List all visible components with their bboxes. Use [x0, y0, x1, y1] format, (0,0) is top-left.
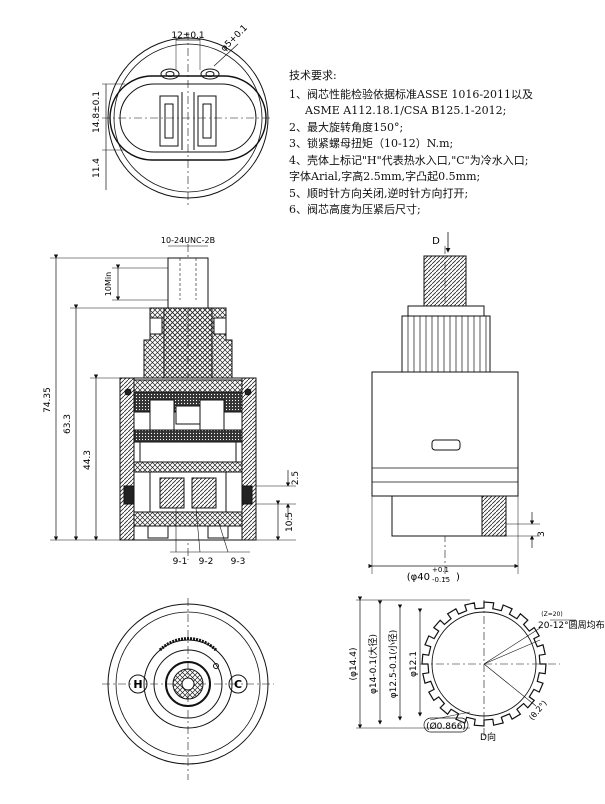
- side-dir-label: D: [432, 236, 440, 247]
- dim-74-35: 74.35: [43, 387, 53, 413]
- note-line-4: 3、锁紧螺母扭矩（10-12）N.m;: [289, 137, 454, 150]
- pitch-box: [423, 717, 469, 733]
- note-line-6: 字体Arial,字高2.5mm,字凸起0.5mm;: [289, 170, 481, 183]
- dim-12-1: φ12.1: [409, 651, 419, 677]
- note-line-1: 1、阀芯性能检验依据标准ASSE 1016-2011以及: [289, 87, 534, 101]
- dim-2-5: 2.5: [291, 471, 301, 485]
- note-line-8: 6、阀芯高度为压紧后尺寸;: [289, 203, 421, 216]
- technical-requirements: 技术要求: 1、阀芯性能检验依据标准ASSE 1016-2011以及 ASME …: [289, 68, 601, 219]
- top-dim-width: 12±0.1: [171, 31, 204, 41]
- side-dim-close: ): [456, 572, 460, 583]
- section-view: [50, 244, 296, 560]
- note-line-3: 2、最大旋转角度150°;: [289, 120, 404, 134]
- top-view: [102, 32, 272, 205]
- spline-dir-label: D向: [480, 731, 496, 743]
- callout-9-2: 9-2: [199, 557, 214, 567]
- bottom-view: [102, 598, 274, 780]
- dim-14-4: (φ14.4): [349, 648, 359, 681]
- side-view: [368, 232, 540, 580]
- spline-pitch: (Ø0.866): [426, 721, 466, 732]
- mark-hot: H: [133, 678, 142, 691]
- callout-9-1: 9-1: [173, 557, 188, 567]
- top-dim-lower: 11.4: [92, 158, 102, 178]
- spline-angle-note: (θ.2°): [527, 699, 549, 722]
- top-dim-height: 14.8±0.1: [92, 91, 102, 133]
- top-dim-hole: φ5+0.1: [219, 23, 250, 54]
- note-line-2: ASME A112.18.1/CSA B125.1-2012;: [305, 104, 507, 117]
- thread-label: 10-24UNC-2B: [161, 236, 215, 245]
- dim-12-5-minor: φ12.5-0.1(小径): [387, 630, 399, 699]
- callout-9-3: 9-3: [231, 557, 246, 567]
- side-tol-lower: -0.15: [432, 576, 450, 584]
- dim-44-3: 44.3: [83, 450, 93, 470]
- side-dim-3: 3: [537, 531, 547, 537]
- notes-title: 技术要求:: [289, 69, 337, 82]
- spline-count-label: 20-12°圆周均布: [538, 619, 605, 631]
- side-tol-upper: +0.1: [432, 566, 449, 574]
- mark-cold: C: [234, 678, 242, 691]
- spline-view: [356, 596, 576, 740]
- dim-10-5: 10.5: [285, 512, 295, 532]
- dim-63-3: 63.3: [63, 414, 73, 434]
- dim-14-major: φ14-0.1(大径): [367, 634, 379, 694]
- side-dim-diameter: (φ40: [407, 572, 430, 583]
- dim-10min: 10Min: [104, 272, 113, 296]
- spline-count-note: (Z=20): [541, 611, 562, 618]
- note-line-5: 4、壳体上标记"H"代表热水入口,"C"为冷水入口;: [289, 153, 529, 167]
- note-line-7: 5、顺时针方向关闭,逆时针方向打开;: [289, 186, 469, 200]
